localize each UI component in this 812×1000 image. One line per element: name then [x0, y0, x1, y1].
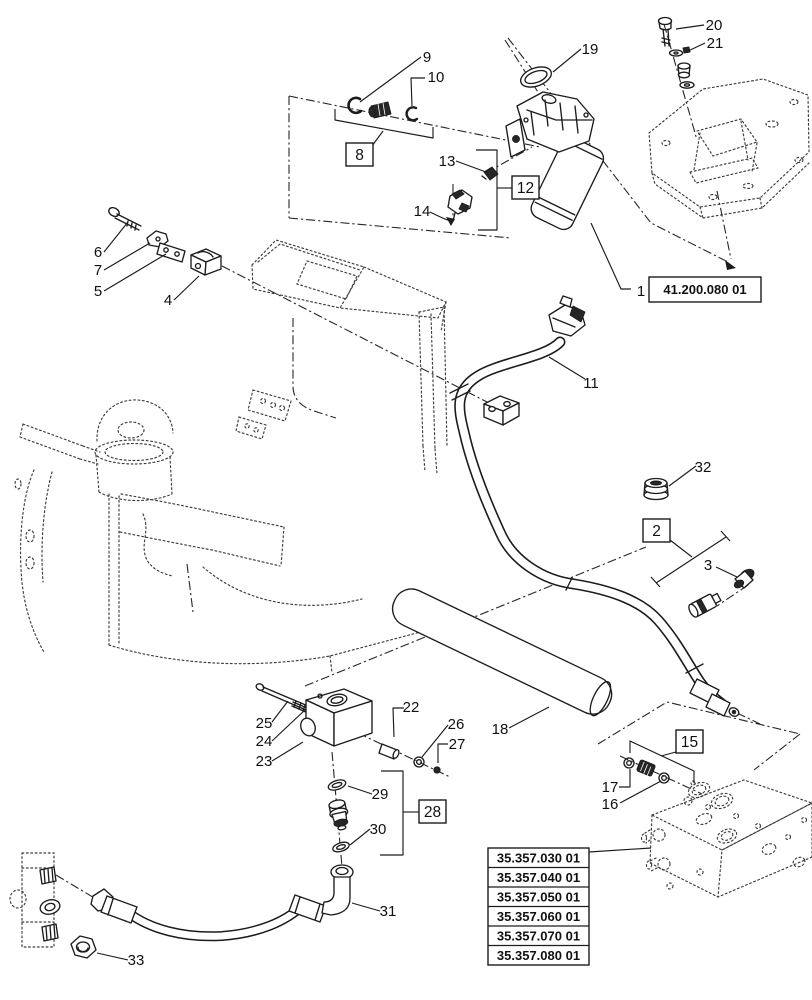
filter-canister — [530, 136, 605, 231]
callout-16: 16 — [602, 796, 619, 813]
valve-ref-row: 35.357.040 01 — [497, 870, 580, 885]
callout-18: 18 — [492, 721, 509, 738]
clamp-parts-4-5-6-7 — [108, 206, 222, 276]
callout-25: 25 — [256, 715, 273, 732]
callout-33: 33 — [128, 952, 145, 969]
callout-32: 32 — [695, 459, 712, 476]
valve-ref-row: 35.357.050 01 — [497, 890, 580, 905]
group-box-15-label: 15 — [681, 734, 698, 751]
union-fitting — [328, 799, 349, 831]
callout-9: 9 — [423, 49, 431, 66]
filter-assembly — [505, 66, 605, 231]
valve-ref-row: 35.357.030 01 — [497, 851, 580, 866]
callout-3: 3 — [704, 557, 712, 574]
callout-17: 17 — [602, 779, 619, 796]
group-box-8-label: 8 — [355, 147, 364, 164]
group-box-12: 12 — [511, 175, 540, 200]
frame-clamp-block — [483, 395, 520, 426]
callout-30: 30 — [370, 821, 387, 838]
mount-bolt-group — [657, 16, 695, 89]
mount-plate-structure — [648, 78, 810, 219]
group-box-28-label: 28 — [424, 804, 441, 821]
callout-7: 7 — [94, 262, 102, 279]
callout-5: 5 — [94, 283, 102, 300]
callout-6: 6 — [94, 244, 102, 261]
callout-11: 11 — [583, 375, 599, 392]
plug-32 — [643, 477, 669, 501]
callout-21: 21 — [707, 35, 724, 52]
group-box-28: 28 — [418, 799, 447, 824]
callout-10: 10 — [428, 69, 445, 86]
valve-23-assembly — [255, 683, 441, 853]
callout-20: 20 — [706, 17, 723, 34]
assembly-ref-box: 41.200.080 01 — [648, 276, 762, 303]
callout-26: 26 — [448, 716, 465, 733]
callout-annotations: 9 10 6 7 5 4 19 20 21 13 14 11 32 3 18 2… — [94, 17, 762, 969]
valve-ref-row: 35.357.060 01 — [497, 909, 580, 924]
valve-ref-row: 35.357.080 01 — [497, 948, 580, 963]
group-box-2-label: 2 — [652, 523, 661, 540]
group-box-8: 8 — [345, 142, 374, 167]
fitting-group-15 — [623, 757, 670, 784]
valve-ref-list: 35.357.030 01 35.357.040 01 35.357.050 0… — [487, 847, 590, 966]
callout-24: 24 — [256, 733, 273, 750]
fitting-group-2 — [688, 568, 755, 618]
callout-1: 1 — [637, 283, 645, 300]
hose-11 — [449, 295, 740, 717]
group-box-12-label: 12 — [517, 180, 534, 197]
valve-ref-row: 35.357.070 01 — [497, 929, 580, 944]
callout-23: 23 — [256, 753, 273, 770]
callout-4: 4 — [164, 292, 172, 309]
hose-31-assembly — [39, 864, 354, 959]
callout-29: 29 — [372, 786, 389, 803]
protective-sleeve-18 — [391, 588, 613, 717]
callout-14: 14 — [414, 203, 431, 220]
frame-structure — [14, 239, 448, 674]
group-box-15: 15 — [675, 729, 704, 754]
callout-31: 31 — [380, 903, 397, 920]
group-box-2: 2 — [642, 518, 671, 543]
callout-27: 27 — [449, 736, 466, 753]
callout-19: 19 — [582, 41, 599, 58]
callout-13: 13 — [439, 153, 456, 170]
assembly-ref-code: 41.200.080 01 — [663, 282, 746, 297]
fitting-group-12 — [447, 166, 499, 222]
fitting-group-8 — [347, 96, 419, 122]
callout-22: 22 — [403, 699, 420, 716]
valve-block-structure — [640, 779, 812, 898]
